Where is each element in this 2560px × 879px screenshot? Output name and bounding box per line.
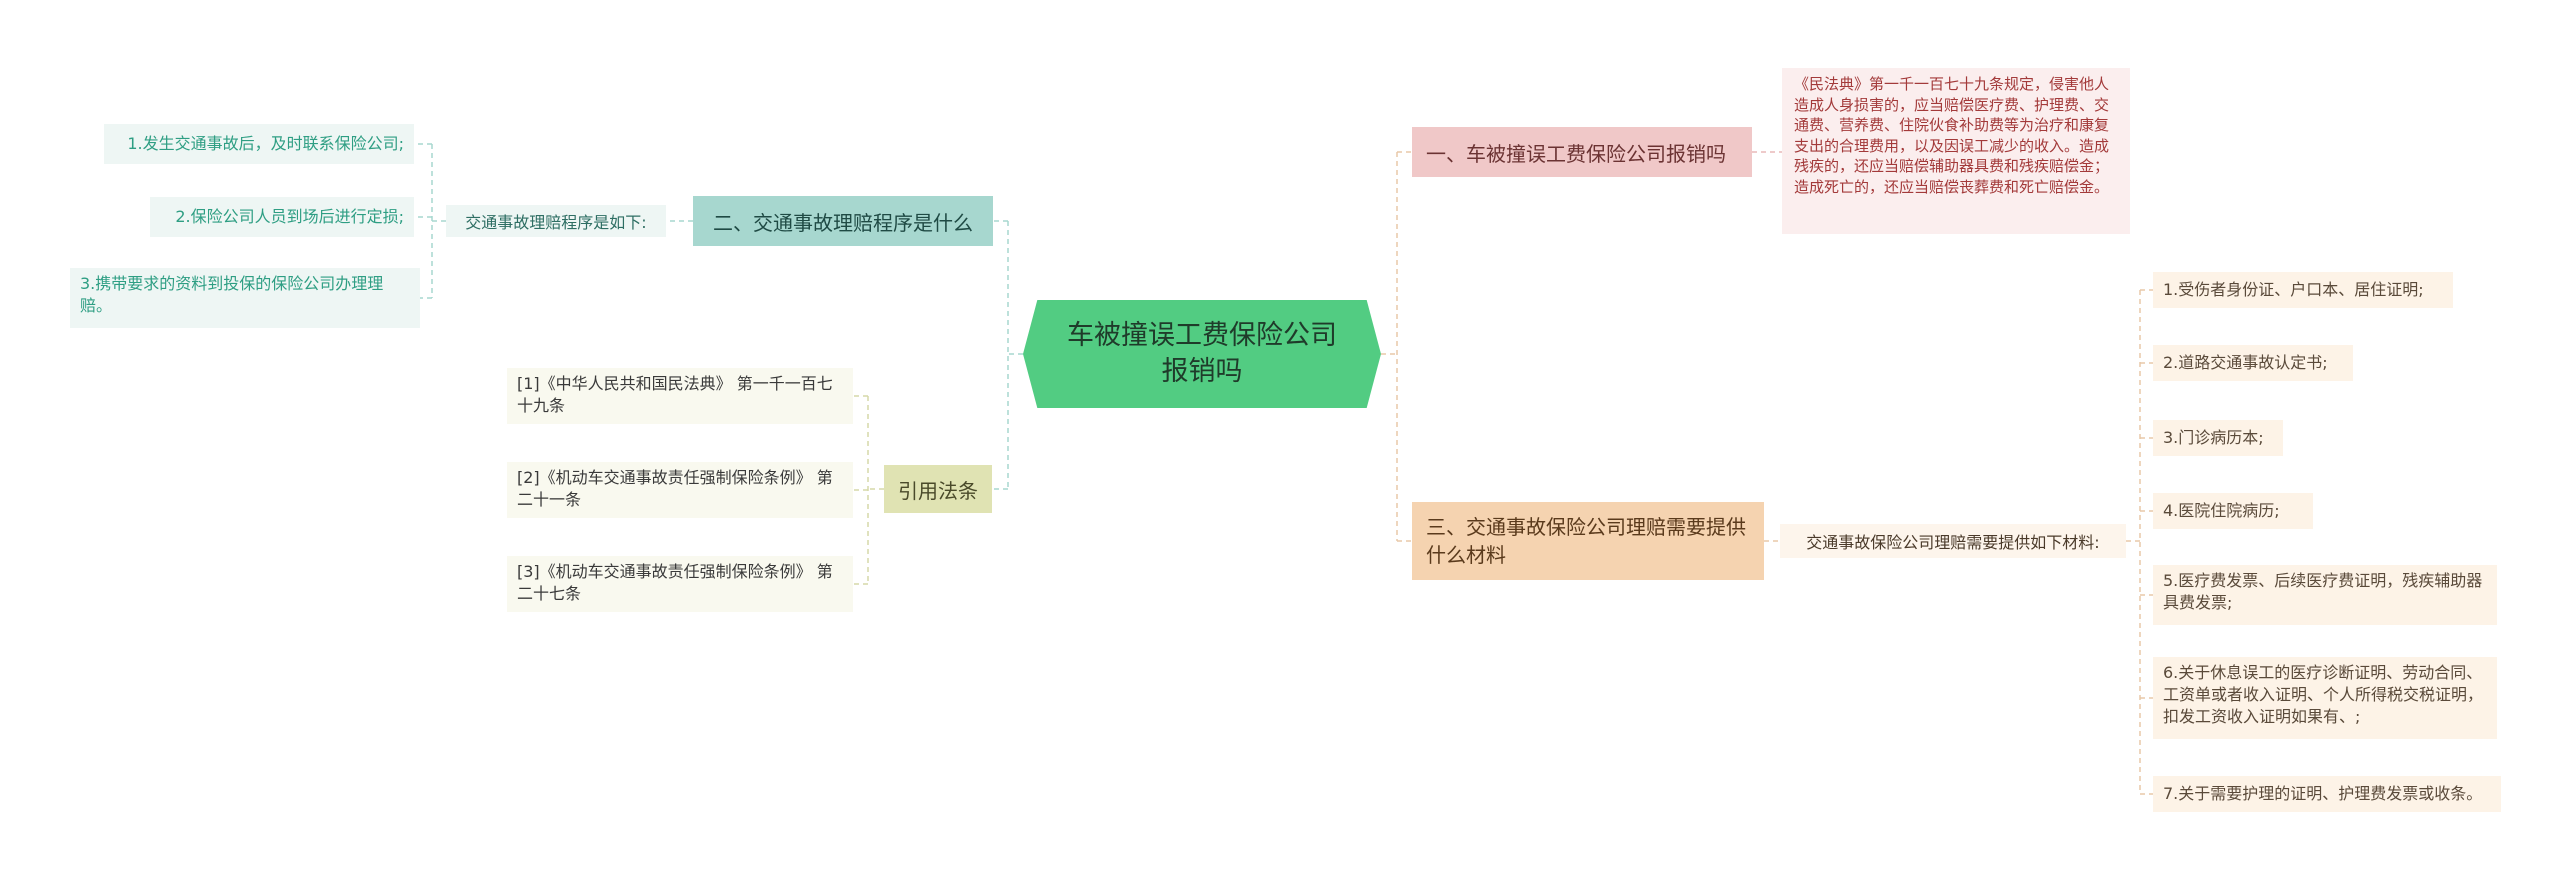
step-1[interactable]: 1.发生交通事故后，及时联系保险公司; [104, 124, 414, 164]
material-item-text: 6.关于休息误工的医疗诊断证明、劳动合同、工资单或者收入证明、个人所得税交税证明… [2163, 663, 2484, 726]
branch-3-topic[interactable]: 三、交通事故保险公司理赔需要提供什么材料 [1412, 502, 1764, 580]
material-item-text: 2.道路交通事故认定书; [2163, 353, 2328, 372]
reference-item-text: [2]《机动车交通事故责任强制保险条例》 第二十一条 [517, 468, 833, 509]
branch-1-label: 一、车被撞误工费保险公司报销吗 [1426, 141, 1726, 166]
material-item-text: 1.受伤者身份证、户口本、居住证明; [2163, 280, 2424, 299]
branch-1-topic[interactable]: 一、车被撞误工费保险公司报销吗 [1412, 127, 1752, 177]
step-2[interactable]: 2.保险公司人员到场后进行定损; [150, 197, 414, 237]
branch-4-topic[interactable]: 引用法条 [884, 465, 992, 513]
material-item[interactable]: 2.道路交通事故认定书; [2153, 345, 2353, 381]
material-item[interactable]: 4.医院住院病历; [2153, 493, 2313, 529]
reference-item-text: [3]《机动车交通事故责任强制保险条例》 第二十七条 [517, 562, 833, 603]
branch-1-leaf[interactable]: 《民法典》第一千一百七十九条规定，侵害他人造成人身损害的，应当赔偿医疗费、护理费… [1782, 68, 2130, 234]
branch-3-sublabel[interactable]: 交通事故保险公司理赔需要提供如下材料: [1780, 524, 2126, 558]
reference-item[interactable]: [1]《中华人民共和国民法典》 第一千一百七十九条 [507, 368, 853, 424]
material-item[interactable]: 6.关于休息误工的医疗诊断证明、劳动合同、工资单或者收入证明、个人所得税交税证明… [2153, 657, 2497, 739]
branch-1-leaf-text: 《民法典》第一千一百七十九条规定，侵害他人造成人身损害的，应当赔偿医疗费、护理费… [1794, 75, 2110, 196]
branch-3-label: 三、交通事故保险公司理赔需要提供什么材料 [1426, 515, 1746, 567]
branch-2-label: 二、交通事故理赔程序是什么 [713, 210, 973, 235]
reference-item[interactable]: [3]《机动车交通事故责任强制保险条例》 第二十七条 [507, 556, 853, 612]
branch-3-sublabel-text: 交通事故保险公司理赔需要提供如下材料: [1806, 533, 2100, 552]
root-topic[interactable]: 车被撞误工费保险公司报销吗 [1023, 300, 1381, 408]
step-3-text: 3.携带要求的资料到投保的保险公司办理理赔。 [80, 274, 384, 315]
reference-item[interactable]: [2]《机动车交通事故责任强制保险条例》 第二十一条 [507, 462, 853, 518]
step-3[interactable]: 3.携带要求的资料到投保的保险公司办理理赔。 [70, 268, 420, 328]
material-item[interactable]: 3.门诊病历本; [2153, 420, 2283, 456]
step-1-text: 1.发生交通事故后，及时联系保险公司; [127, 134, 404, 153]
material-item[interactable]: 5.医疗费发票、后续医疗费证明，残疾辅助器具费发票; [2153, 565, 2497, 625]
material-item-text: 7.关于需要护理的证明、护理费发票或收条。 [2163, 784, 2483, 803]
material-item-text: 5.医疗费发票、后续医疗费证明，残疾辅助器具费发票; [2163, 571, 2483, 612]
branch-2-topic[interactable]: 二、交通事故理赔程序是什么 [693, 196, 993, 246]
branch-4-label: 引用法条 [898, 478, 978, 503]
step-2-text: 2.保险公司人员到场后进行定损; [175, 207, 404, 226]
root-title: 车被撞误工费保险公司报销吗 [1067, 320, 1337, 387]
material-item[interactable]: 1.受伤者身份证、户口本、居住证明; [2153, 272, 2453, 308]
material-item-text: 3.门诊病历本; [2163, 428, 2264, 447]
branch-2-sublabel-text: 交通事故理赔程序是如下: [465, 213, 647, 232]
reference-item-text: [1]《中华人民共和国民法典》 第一千一百七十九条 [517, 374, 833, 415]
material-item[interactable]: 7.关于需要护理的证明、护理费发票或收条。 [2153, 776, 2501, 812]
material-item-text: 4.医院住院病历; [2163, 501, 2280, 520]
branch-2-sublabel[interactable]: 交通事故理赔程序是如下: [446, 205, 666, 237]
